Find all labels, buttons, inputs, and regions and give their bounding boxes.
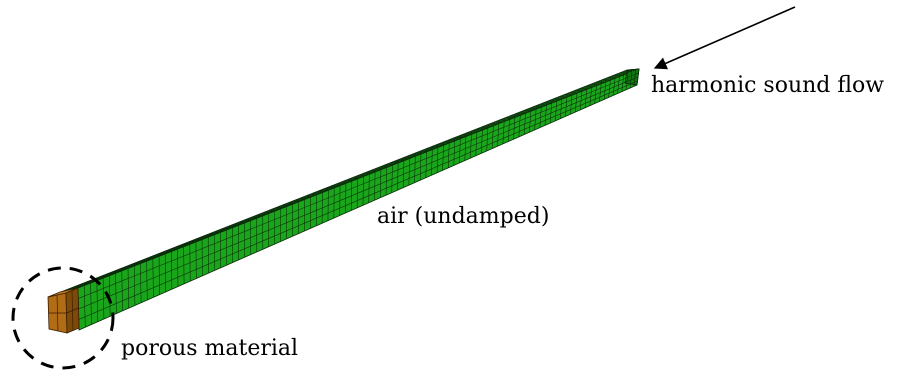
air-mesh-longitudinal-top: [70, 68, 637, 291]
air-mesh-longitudinal-side: [78, 76, 639, 310]
air-duct-side-face: [77, 68, 640, 331]
inflow-arrow: [653, 6, 796, 70]
domain-label: air (undamped): [377, 204, 549, 229]
air-duct: [47, 68, 640, 331]
air-mesh-lines: [47, 68, 640, 331]
air-mesh-longitudinal-top: [62, 69, 634, 293]
porous-mesh-side-h: [66, 307, 79, 314]
air-mesh-longitudinal-side: [78, 72, 639, 299]
porous-mesh-lines: [48, 290, 79, 332]
porous-block: [47, 287, 80, 334]
porous-highlight-circle: [11, 266, 115, 370]
absorber-label: porous material: [121, 336, 298, 361]
inlet-label: harmonic sound flow: [651, 73, 884, 98]
air-mesh-longitudinal-side: [78, 80, 638, 320]
air-mesh-longitudinal-top: [55, 69, 631, 296]
